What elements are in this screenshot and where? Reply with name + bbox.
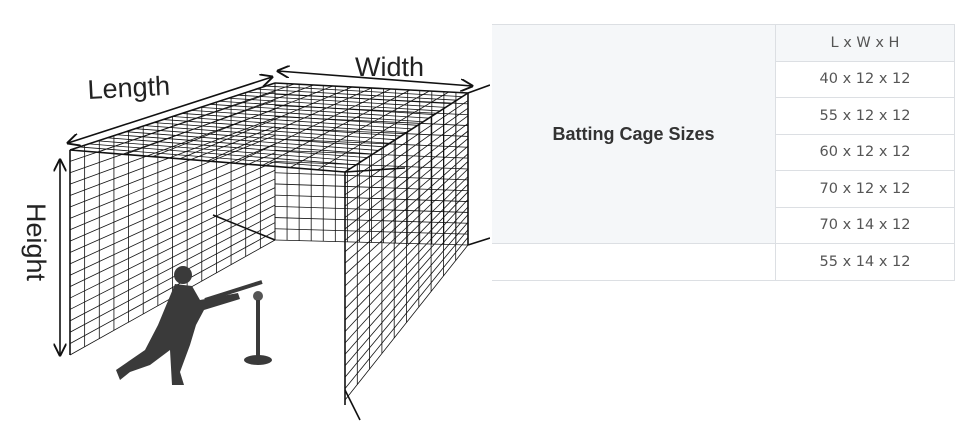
net-line [344, 214, 469, 355]
net-line [344, 153, 469, 264]
net-line [289, 90, 430, 168]
net-line [344, 145, 469, 253]
net-line [344, 237, 469, 389]
net-line [344, 229, 469, 378]
net-line [69, 169, 276, 265]
net-line [69, 222, 276, 333]
table-title: Batting Cage Sizes [492, 24, 776, 244]
net-line [274, 205, 469, 213]
length-arrow: Length [68, 71, 272, 143]
net-line [317, 91, 449, 171]
column-header: L x W x H [775, 24, 955, 62]
size-cell: 55 x 12 x 12 [775, 97, 955, 135]
net-line [344, 138, 469, 241]
net-line [274, 138, 469, 148]
width-label: Width [355, 52, 424, 82]
net-line [344, 107, 469, 196]
size-cell: 40 x 12 x 12 [775, 60, 955, 98]
batting-cage-diagram: Length Width Height [21, 52, 490, 421]
width-arrow: Width [278, 52, 472, 86]
net-line [344, 130, 469, 230]
net-line [69, 213, 276, 322]
net-line [262, 89, 411, 166]
net-line [69, 196, 276, 299]
net-line [344, 206, 469, 344]
net-line [344, 161, 469, 275]
net-line [69, 143, 276, 231]
empty-cell [492, 243, 776, 281]
net-line [69, 187, 276, 288]
net-line [69, 152, 276, 242]
height-arrow: Height [21, 160, 60, 355]
net-line [344, 199, 469, 332]
net-line [274, 228, 469, 235]
net-line [234, 88, 391, 164]
net-line [344, 191, 469, 321]
net-line [274, 217, 469, 224]
net-line [344, 123, 469, 218]
net-line [344, 168, 469, 287]
net-line [344, 176, 469, 298]
net-line [274, 183, 469, 192]
net-line [69, 161, 276, 253]
net-line [344, 221, 469, 367]
length-label: Length [87, 71, 171, 105]
net-line [344, 244, 469, 401]
height-label: Height [21, 203, 51, 282]
size-cell: 60 x 12 x 12 [775, 133, 955, 171]
net-line [69, 204, 276, 310]
net-line [152, 85, 334, 157]
net-line [274, 239, 469, 246]
batter-silhouette-icon [116, 266, 272, 385]
net-line [344, 183, 469, 310]
size-cell: 55 x 14 x 12 [775, 243, 955, 281]
net-line [344, 100, 469, 184]
net-line [69, 178, 276, 276]
net-line [274, 194, 469, 202]
size-cell: 70 x 14 x 12 [775, 206, 955, 244]
size-cell: 70 x 12 x 12 [775, 170, 955, 208]
batting-cage-sizes-table: Batting Cage Sizes L x W x H 40 x 12 x 1… [492, 24, 955, 281]
net-line [344, 115, 469, 207]
net-line [69, 230, 276, 344]
net-line [207, 87, 372, 162]
net-line [69, 134, 276, 219]
